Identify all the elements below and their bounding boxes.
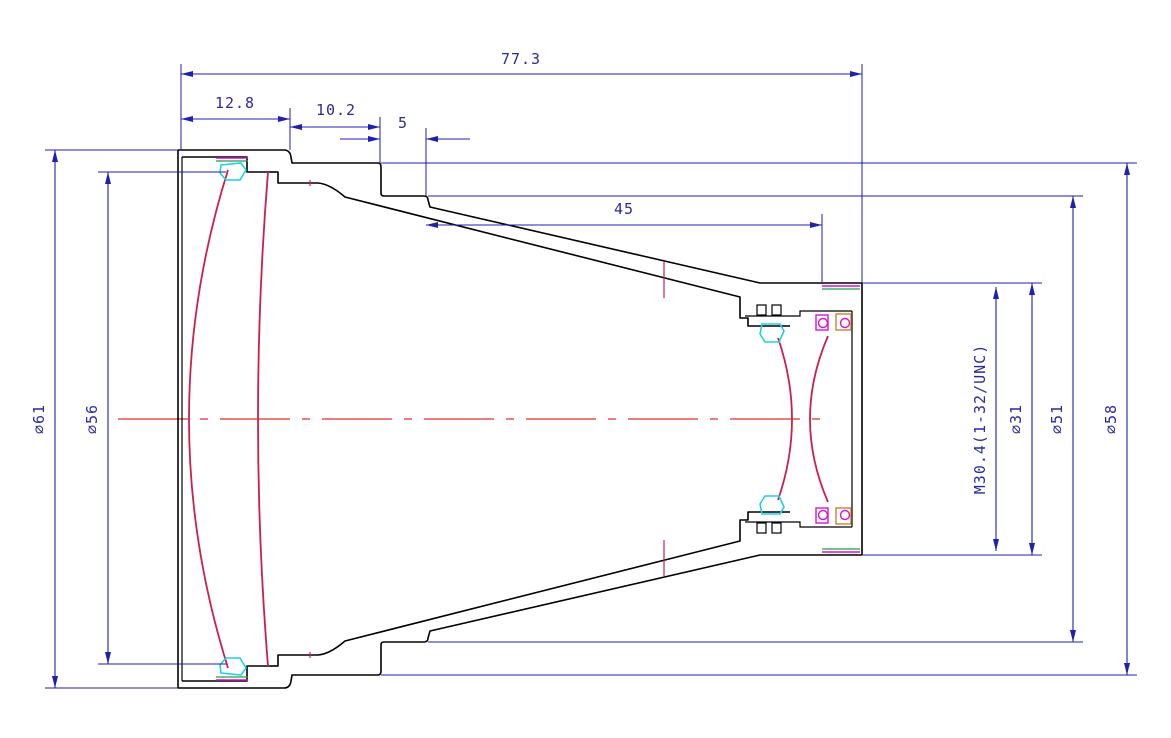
- housing-inner-bottom: [182, 511, 790, 682]
- rear-lens-back-surface: [809, 335, 829, 503]
- label-taper-length: 45: [614, 200, 634, 218]
- label-dia56: ⌀56: [83, 404, 101, 434]
- rear-spacer-bottom: [759, 495, 785, 515]
- rear-seat-bottom: [745, 521, 852, 528]
- rear-screw-top-1: [756, 304, 767, 316]
- front-lens-outer-surface: [188, 169, 229, 669]
- front-spacer-top: [219, 162, 247, 181]
- rear-lens-front-surface: [777, 337, 793, 501]
- front-lens-inner-surface: [257, 171, 269, 667]
- rear-lens-element: [759, 285, 860, 553]
- lens-housing: [177, 149, 863, 689]
- rear-screw-bottom-1: [756, 522, 767, 534]
- label-thread: M30.4(1-32/UNC): [971, 344, 989, 494]
- label-dia51: ⌀51: [1048, 404, 1066, 434]
- rear-retainer-bottom-2: [835, 507, 852, 525]
- rear-fastener-top-1: [817, 317, 829, 329]
- front-lens-element: [188, 157, 269, 681]
- label-dia31: ⌀31: [1007, 404, 1025, 434]
- dimension-labels: 77.3 12.8 10.2 5 45 ⌀61 ⌀56 M30.4(1-32/U…: [30, 50, 1120, 494]
- label-step-b: 5: [398, 114, 408, 132]
- rear-seat-top: [745, 310, 852, 317]
- rear-fastener-bottom-2: [839, 509, 851, 521]
- housing-outer-bottom: [178, 554, 862, 689]
- rear-screw-bottom-2: [771, 522, 782, 534]
- extension-lines: [45, 64, 1137, 689]
- label-dia61: ⌀61: [30, 404, 48, 434]
- label-overall-length: 77.3: [501, 50, 541, 68]
- label-step-a: 10.2: [316, 101, 356, 119]
- rear-spacer-top: [759, 323, 785, 343]
- dimension-lines: [52, 71, 1130, 688]
- rear-fastener-top-2: [839, 317, 851, 329]
- rear-screw-top-2: [771, 304, 782, 316]
- housing-outer-top: [178, 149, 862, 284]
- rear-fastener-bottom-1: [817, 509, 829, 521]
- housing-inner-top: [182, 156, 790, 327]
- rear-retainer-top-2: [835, 313, 852, 331]
- label-dia58: ⌀58: [1102, 404, 1120, 434]
- front-spacer-bottom: [219, 657, 247, 676]
- label-front-section: 12.8: [215, 94, 255, 112]
